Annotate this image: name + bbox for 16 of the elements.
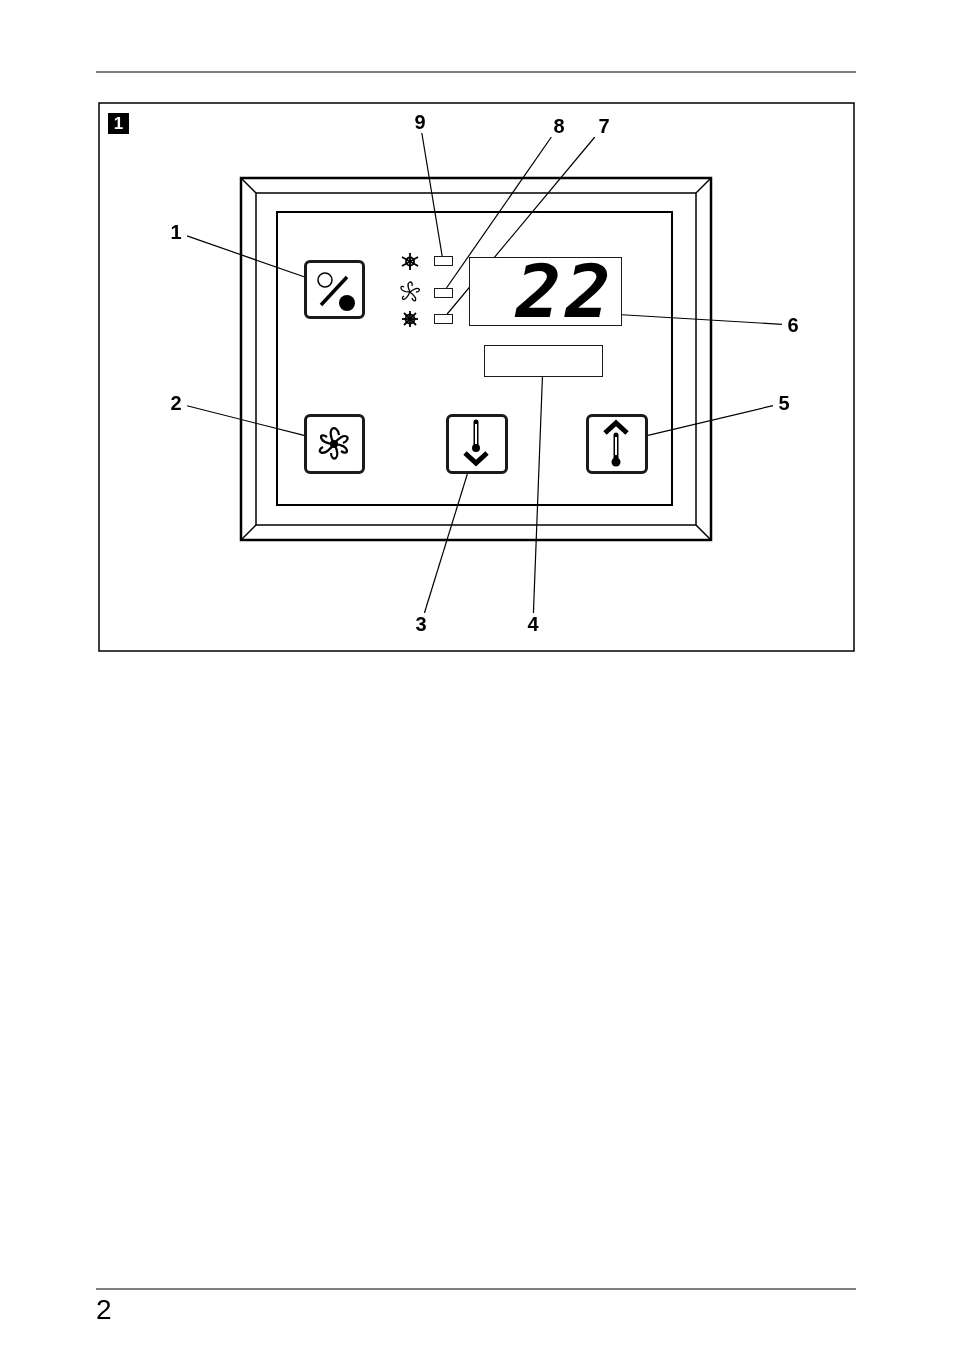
leader-line [421, 132, 443, 257]
leader-line [647, 405, 774, 436]
leader-line [445, 136, 552, 289]
indicator-light [434, 256, 453, 266]
display-window [484, 345, 603, 377]
temperature-display [469, 257, 622, 326]
leader-line [423, 473, 468, 614]
indicator-light [434, 314, 453, 324]
page-number: 2 [96, 1294, 112, 1326]
leader-line [186, 405, 305, 436]
leader-line [621, 314, 783, 325]
leader-line [532, 376, 544, 614]
figure-number: 1 [108, 113, 129, 134]
digit-readout: 22 [515, 256, 616, 328]
indicator-light [434, 288, 453, 298]
leader-line [186, 235, 305, 278]
